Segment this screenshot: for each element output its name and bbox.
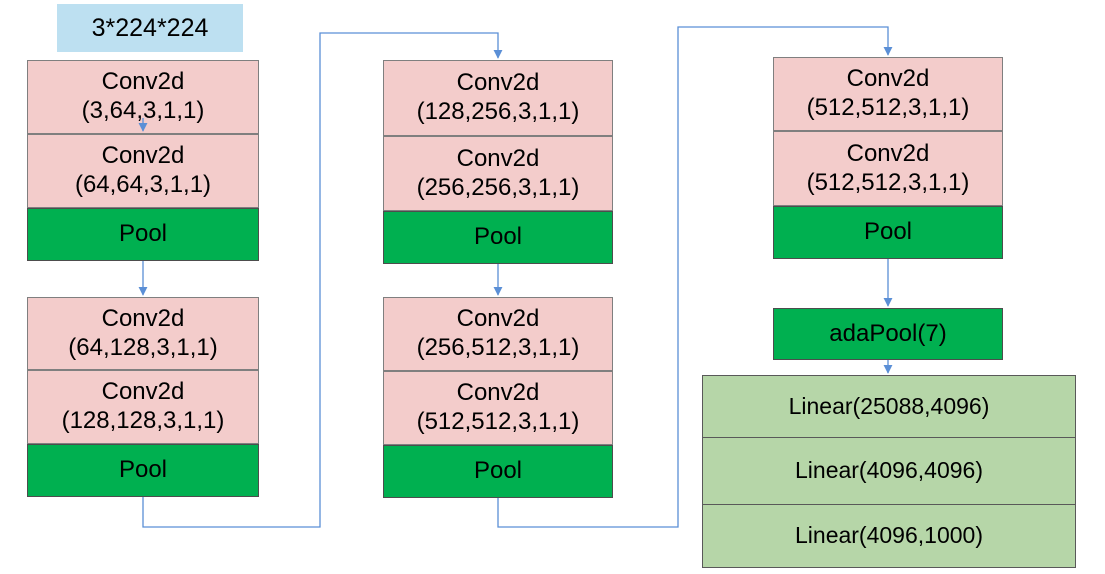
layer-name: Conv2d xyxy=(456,144,540,172)
linear-label: Linear(4096,4096) xyxy=(795,457,983,484)
input-shape-text: 3*224*224 xyxy=(91,14,209,42)
conv2d-layer: Conv2d (512,512,3,1,1) xyxy=(383,371,613,445)
pool-layer: Pool xyxy=(773,206,1003,259)
conv2d-layer: Conv2d (512,512,3,1,1) xyxy=(773,57,1003,131)
layer-name: Conv2d xyxy=(456,69,540,97)
pool-label: Pool xyxy=(118,220,168,248)
conv2d-layer: Conv2d (256,512,3,1,1) xyxy=(383,297,613,371)
layer-params: (512,512,3,1,1) xyxy=(806,168,970,196)
layer-params: (256,512,3,1,1) xyxy=(416,334,580,361)
conv2d-layer: Conv2d (3,64,3,1,1) xyxy=(27,60,259,134)
linear-label: Linear(25088,4096) xyxy=(788,392,990,419)
layer-params: (512,512,3,1,1) xyxy=(806,94,970,121)
pool-layer: Pool xyxy=(383,211,613,264)
conv2d-layer: Conv2d (256,256,3,1,1) xyxy=(383,136,613,211)
conv2d-layer: Conv2d (64,64,3,1,1) xyxy=(27,134,259,208)
pool-layer: Pool xyxy=(27,208,259,261)
linear-layer: Linear(4096,4096) xyxy=(702,437,1076,505)
adaptive-pool-label: adaPool(7) xyxy=(829,319,947,347)
layer-name: Conv2d xyxy=(101,142,185,170)
pool-label: Pool xyxy=(118,456,168,484)
conv2d-layer: Conv2d (64,128,3,1,1) xyxy=(27,297,259,370)
conv2d-layer: Conv2d (512,512,3,1,1) xyxy=(773,131,1003,206)
layer-name: Conv2d xyxy=(101,378,185,406)
pool-layer: Pool xyxy=(383,445,613,498)
layer-params: (128,256,3,1,1) xyxy=(416,98,580,125)
layer-params: (512,512,3,1,1) xyxy=(416,408,580,435)
layer-params: (3,64,3,1,1) xyxy=(81,97,205,124)
layer-name: Conv2d xyxy=(456,305,540,333)
pool-label: Pool xyxy=(473,457,523,485)
input-shape-label: 3*224*224 xyxy=(57,4,243,52)
layer-params: (64,64,3,1,1) xyxy=(74,171,212,198)
conv2d-layer: Conv2d (128,256,3,1,1) xyxy=(383,60,613,136)
pool-layer: Pool xyxy=(27,444,259,497)
linear-label: Linear(4096,1000) xyxy=(795,522,983,549)
layer-params: (64,128,3,1,1) xyxy=(68,333,218,361)
pool-label: Pool xyxy=(863,218,913,246)
adaptive-pool-layer: adaPool(7) xyxy=(773,308,1003,360)
layer-name: Conv2d xyxy=(846,65,930,93)
layer-params: (128,128,3,1,1) xyxy=(61,407,225,434)
pool-label: Pool xyxy=(473,223,523,251)
layer-name: Conv2d xyxy=(101,68,185,96)
layer-name: Conv2d xyxy=(101,304,185,332)
layer-params: (256,256,3,1,1) xyxy=(416,173,580,201)
layer-name: Conv2d xyxy=(846,139,930,167)
linear-layer: Linear(25088,4096) xyxy=(702,375,1076,438)
linear-layer: Linear(4096,1000) xyxy=(702,504,1076,568)
layer-name: Conv2d xyxy=(456,379,540,407)
conv2d-layer: Conv2d (128,128,3,1,1) xyxy=(27,370,259,444)
